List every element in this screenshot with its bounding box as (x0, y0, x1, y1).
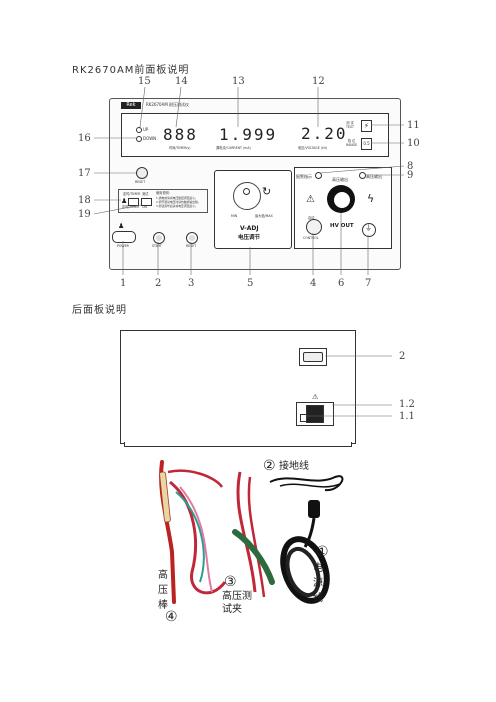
callout-4: 4 (310, 278, 317, 289)
mode-block (118, 189, 208, 213)
alarm-indicator (315, 172, 322, 179)
callout-2: 2 (155, 278, 162, 289)
test-toggle-button[interactable] (141, 198, 152, 206)
reset-button-label: RESET (186, 244, 197, 248)
accessory-num-2: ② (263, 458, 276, 474)
hv-out-label: HV OUT (330, 223, 354, 229)
rear-fuse-holder[interactable] (300, 414, 307, 422)
start-button-label: START (152, 244, 162, 248)
rear-callout-1-1: 1.1 (399, 411, 415, 422)
callout-6: 6 (338, 278, 345, 289)
alarm-label: 报警指示 (296, 174, 312, 179)
rear-power-socket-inner (306, 405, 324, 423)
callout-14: 14 (175, 76, 188, 87)
hv-output-socket-center (333, 191, 351, 209)
callout-1: 1 (120, 278, 127, 289)
start-control-cn: 启动 (308, 216, 315, 220)
up-indicator (136, 127, 142, 133)
callout-10: 10 (407, 138, 420, 149)
power-switch[interactable] (112, 231, 136, 243)
callout-17: 17 (78, 168, 91, 179)
mode-top-label-2: 测试 (142, 192, 149, 196)
voltage-label: 电压/VOLTAGE (kV) (298, 146, 328, 150)
voltage-display: 2.20 (301, 124, 348, 143)
reset-small-label: RESET (135, 180, 146, 184)
time-display: 888 (163, 125, 198, 144)
start-button[interactable] (153, 232, 165, 244)
model-header: RK2670AM 耐压测试仪 (146, 102, 190, 107)
power-label: POWER (117, 244, 129, 248)
callout-7: 7 (365, 278, 372, 289)
callout-18: 18 (78, 195, 91, 206)
accessory-label-power-cable: 电源线 (313, 563, 323, 604)
brand-logo: Rek (121, 102, 141, 109)
range-value: 0.5 (361, 138, 372, 150)
warning-triangle-icon: ⚠ (306, 194, 315, 205)
reset-button[interactable] (186, 232, 198, 244)
callout-9: 9 (407, 170, 414, 181)
front-panel-title: RK2670AM前面板说明 (72, 65, 190, 76)
callout-19: 19 (78, 209, 91, 220)
rear-callout-2: 2 (399, 351, 406, 362)
instructions-title: 使用说明： (156, 191, 172, 195)
callout-16: 16 (78, 133, 91, 144)
person-icon: ♟ (121, 197, 128, 205)
knob-min-label: MIN (231, 214, 238, 218)
mode-bottom-label-2: ON (142, 205, 147, 209)
up-label: UP (143, 127, 149, 132)
callout-12: 12 (312, 76, 325, 87)
instructions-line-1: 1.通电前请将电压旋钮调至最小。 (156, 196, 198, 200)
rotate-arrow-icon: ↻ (262, 185, 272, 198)
down-indicator (136, 136, 142, 142)
rear-panel-title: 后面板说明 (72, 305, 127, 316)
hv-title: 高压输出 (332, 177, 348, 182)
knob-max-label: 最大值/MAX (255, 214, 273, 218)
control-label: CONTROL (303, 236, 319, 240)
accessory-num-4: ④ (165, 609, 178, 625)
time-label: 时间/TIMER(s) (169, 146, 191, 150)
accessory-label-hv-clip: 高压测试夹 (222, 591, 252, 615)
ground-terminal[interactable] (362, 223, 376, 237)
ground-icon: ⏚ (365, 224, 372, 232)
rear-warning-icon: ⚠ (312, 393, 319, 401)
knob-title-cn: 电压调节 (238, 235, 261, 241)
voltage-adjust-panel (214, 170, 292, 249)
power-icon: ♟ (118, 222, 125, 230)
callout-8: 8 (407, 161, 414, 172)
knob-title-en: V-ADJ (240, 225, 259, 232)
rear-callout-1-2: 1.2 (399, 399, 415, 410)
rear-panel-base (124, 442, 352, 447)
callout-3: 3 (188, 278, 195, 289)
callout-11: 11 (407, 120, 420, 131)
mode-bottom-label-1: 定时/TIMER (122, 205, 140, 209)
accessories-illustration (159, 460, 344, 604)
hv-lightning-icon: ϟ (367, 192, 375, 205)
instructions-line-3: 3.测试完毕后请将电压调至最小。 (156, 204, 198, 208)
hv-indicator-label: 高压输出 (366, 174, 382, 179)
mode-top-label-1: 定时/TIMER (123, 192, 141, 196)
instructions-line-2: 2.调节测试电压时请勿触摸输出端。 (156, 200, 201, 204)
display-window (121, 113, 389, 157)
accessory-num-3: ③ (224, 574, 237, 590)
callout-13: 13 (232, 76, 245, 87)
rear-serial-port-inner (303, 352, 323, 362)
callout-5: 5 (247, 278, 254, 289)
down-label: DOWN (143, 136, 157, 141)
voltage-adjust-knob[interactable] (233, 182, 261, 210)
reset-small-knob[interactable] (136, 167, 148, 179)
test-lightning-icon: ⚡ (361, 120, 372, 132)
accessory-label-ground-wire: 接地线 (279, 461, 309, 472)
hv-indicator (359, 172, 366, 179)
callout-15: 15 (138, 76, 151, 87)
accessories-photo (140, 452, 365, 627)
current-display: 1.999 (219, 125, 278, 144)
accessory-num-1: ① (316, 544, 329, 560)
start-control-button[interactable] (306, 219, 322, 235)
knob-pointer (243, 188, 250, 195)
current-label: 漏电流/CURRENT (mA) (216, 146, 251, 150)
accessory-label-hv-rod: 高压棒 (158, 570, 168, 611)
